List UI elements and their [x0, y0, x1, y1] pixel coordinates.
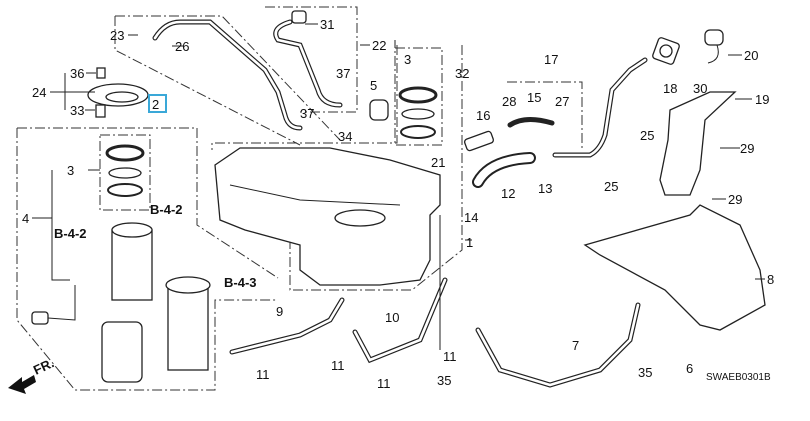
callout-37[interactable]: 37 [300, 106, 314, 121]
callout-29[interactable]: 29 [728, 192, 742, 207]
callout-28[interactable]: 28 [502, 94, 516, 109]
callout-16[interactable]: 16 [476, 108, 490, 123]
screw-36 [96, 67, 106, 79]
seal-ring [401, 108, 435, 120]
filter-16 [463, 130, 495, 152]
fuel-gauge-float [31, 311, 49, 325]
callout-6[interactable]: 6 [686, 361, 693, 376]
front-arrow-icon [8, 375, 36, 394]
filler-guard-19 [659, 91, 737, 196]
fuel-pump-module [167, 284, 209, 371]
ref-b-4-2-upper: B-4-2 [150, 202, 183, 217]
callout-14[interactable]: 14 [464, 210, 478, 225]
callout-19[interactable]: 19 [755, 92, 769, 107]
fuel-pump-4 [111, 229, 153, 301]
callout-29[interactable]: 29 [740, 141, 754, 156]
callout-8[interactable]: 8 [767, 272, 774, 287]
callout-2-highlight[interactable] [148, 94, 167, 113]
callout-23[interactable]: 23 [110, 28, 124, 43]
fuel-cap-20 [704, 29, 724, 46]
callout-3[interactable]: 3 [67, 163, 74, 178]
two-way-valve-5 [369, 99, 389, 121]
callout-25[interactable]: 25 [640, 128, 654, 143]
callout-5[interactable]: 5 [370, 78, 377, 93]
callout-27[interactable]: 27 [555, 94, 569, 109]
frame-7 [475, 302, 641, 388]
callout-35[interactable]: 35 [437, 373, 451, 388]
callout-1[interactable]: 1 [466, 235, 473, 250]
group-box-22 [265, 6, 358, 113]
fuel-filter-housing [101, 321, 143, 383]
strap-9 [229, 297, 345, 355]
front-marker: FR. [31, 355, 56, 377]
fuel-tank-1 [214, 147, 441, 286]
valve-31 [291, 10, 307, 24]
callout-24[interactable]: 24 [32, 85, 46, 100]
callout-4[interactable]: 4 [22, 211, 29, 226]
diagram-code: SWAEB0301B [706, 372, 771, 383]
under-cover-8 [583, 204, 766, 331]
group-box-17 [507, 81, 583, 150]
hose-15 [507, 117, 555, 128]
callout-37[interactable]: 37 [336, 66, 350, 81]
callout-34[interactable]: 34 [338, 129, 352, 144]
callout-33[interactable]: 33 [70, 103, 84, 118]
lock-ring [398, 86, 438, 104]
callout-30[interactable]: 30 [693, 81, 707, 96]
group-box-1 [211, 45, 463, 291]
callout-22[interactable]: 22 [372, 38, 386, 53]
callout-17[interactable]: 17 [544, 52, 558, 67]
grommet-33 [95, 104, 106, 118]
group-box-2 [16, 127, 279, 391]
group-box-3-pump [99, 134, 151, 211]
callout-11[interactable]: 11 [443, 349, 457, 364]
group-box-23 [115, 15, 341, 141]
callout-11[interactable]: 11 [256, 367, 270, 382]
callout-10[interactable]: 10 [385, 310, 399, 325]
callout-36[interactable]: 36 [70, 66, 84, 81]
ref-b-4-2-lower: B-4-2 [54, 226, 87, 241]
callout-3[interactable]: 3 [404, 52, 411, 67]
callout-12[interactable]: 12 [501, 186, 515, 201]
callout-18[interactable]: 18 [663, 81, 677, 96]
callout-13[interactable]: 13 [538, 181, 552, 196]
callout-20[interactable]: 20 [744, 48, 758, 63]
callout-25[interactable]: 25 [604, 179, 618, 194]
callout-11[interactable]: 11 [377, 376, 391, 391]
callout-15[interactable]: 15 [527, 90, 541, 105]
callout-32[interactable]: 32 [455, 66, 469, 81]
callout-31[interactable]: 31 [320, 17, 334, 32]
callout-21[interactable]: 21 [431, 155, 445, 170]
callout-35[interactable]: 35 [638, 365, 652, 380]
group-box-3-tank [394, 47, 443, 146]
callout-7[interactable]: 7 [572, 338, 579, 353]
ref-b-4-3: B-4-3 [224, 275, 257, 290]
callout-2[interactable]: 2 [152, 97, 159, 112]
ring [400, 125, 436, 139]
callout-11[interactable]: 11 [331, 358, 345, 373]
callout-9[interactable]: 9 [276, 304, 283, 319]
callout-26[interactable]: 26 [175, 39, 189, 54]
